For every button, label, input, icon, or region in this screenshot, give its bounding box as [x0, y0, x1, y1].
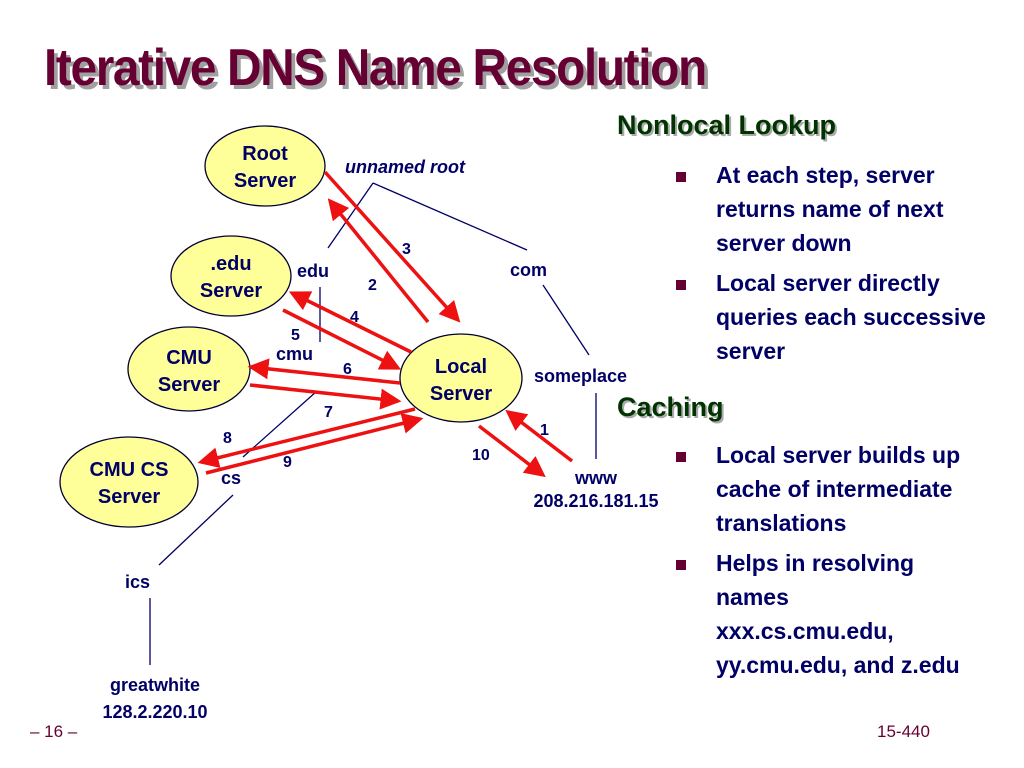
tree-label-cmu: cmu: [276, 344, 313, 364]
tree-label-greatwhite: greatwhite: [110, 675, 200, 695]
tree-edge-cs-ics: [158, 494, 234, 566]
tree-edge-cmu-cs: [242, 390, 318, 458]
heading-nonlocal-lookup: Nonlocal Lookup: [617, 110, 836, 140]
tree-label-www: www: [574, 468, 618, 488]
tree-edge-root-edu: [327, 182, 374, 249]
step-label-3: 3: [402, 241, 411, 258]
tree-label-someplace: someplace: [534, 366, 627, 386]
bullet-square-icon: [676, 560, 686, 570]
server-cmu-cs-label-2: Server: [98, 486, 160, 508]
arrow-step-8: [197, 407, 416, 468]
step-label-10: 10: [472, 447, 490, 464]
server-edu: .edu Server: [170, 235, 292, 317]
bullet-item: Local server directly queries each succe…: [672, 266, 1016, 368]
bullet-square-icon: [676, 452, 686, 462]
arrow-step-4: [288, 291, 412, 354]
step-label-4: 4: [350, 309, 359, 326]
nonlocal-lookup-bullets: At each step, server returns name of nex…: [672, 158, 1016, 374]
server-root-label-1: Root: [242, 143, 288, 165]
domain-tree: [149, 182, 597, 665]
page-number: – 16 –: [30, 722, 78, 741]
tree-label-www-ip: 208.216.181.15: [533, 491, 658, 511]
step-label-1: 1: [540, 422, 549, 439]
bullet-text: Local server builds up cache of intermed…: [716, 442, 961, 536]
tree-label-edu: edu: [297, 261, 329, 281]
bullet-square-icon: [676, 172, 686, 182]
arrow-step-2: [327, 198, 430, 324]
step-label-9: 9: [283, 454, 292, 471]
step-label-6: 6: [343, 361, 352, 378]
arrow-step-6: [247, 358, 401, 385]
arrow-step-10: [477, 424, 546, 478]
server-cmu-cs: CMU CS Server: [59, 436, 199, 528]
server-cmu-label-1: CMU: [166, 347, 212, 369]
arrow-step-3: [323, 170, 461, 323]
step-label-7: 7: [324, 404, 333, 421]
server-edu-label-1: .edu: [210, 253, 251, 275]
server-root-label-2: Server: [234, 170, 296, 192]
server-local-label-1: Local: [435, 356, 487, 378]
bullet-text: Helps in resolving names xxx.cs.cmu.edu,…: [716, 550, 960, 678]
tree-label-ics: ics: [125, 572, 150, 592]
slide-title: Iterative DNS Name Resolution: [44, 39, 707, 97]
tree-label-greatwhite-ip: 128.2.220.10: [102, 702, 207, 722]
server-cmu: CMU Server: [127, 326, 251, 412]
query-arrows: [197, 170, 574, 478]
arrow-step-1: [505, 409, 574, 463]
bullet-square-icon: [676, 280, 686, 290]
step-label-5: 5: [291, 327, 300, 344]
bullet-item: Helps in resolving names xxx.cs.cmu.edu,…: [672, 546, 966, 682]
bullet-text: At each step, server returns name of nex…: [716, 162, 944, 256]
caching-bullets: Local server builds up cache of intermed…: [672, 438, 1016, 688]
heading-caching: Caching: [617, 392, 724, 422]
tree-edge-com-someplace: [542, 284, 590, 356]
step-label-8: 8: [223, 430, 232, 447]
tree-label-com: com: [510, 260, 547, 280]
bullet-text: Local server directly queries each succe…: [716, 270, 986, 364]
bullet-item: Local server builds up cache of intermed…: [672, 438, 1016, 540]
arrow-step-9: [205, 413, 424, 475]
server-cmu-cs-label-1: CMU CS: [90, 459, 169, 481]
server-edu-label-2: Server: [200, 280, 262, 302]
arrow-step-7: [249, 383, 402, 410]
server-cmu-label-2: Server: [158, 374, 220, 396]
tree-label-cs: cs: [221, 468, 241, 488]
step-label-2: 2: [368, 277, 377, 294]
tree-label-unnamed-root: unnamed root: [345, 157, 466, 177]
course-number: 15-440: [877, 722, 930, 741]
arrow-step-5: [282, 308, 402, 370]
server-local-label-2: Server: [430, 383, 492, 405]
server-root: Root Server: [204, 125, 326, 207]
bullet-item: At each step, server returns name of nex…: [672, 158, 1016, 260]
tree-edge-root-com: [372, 182, 528, 251]
server-local: Local Server: [399, 333, 523, 423]
